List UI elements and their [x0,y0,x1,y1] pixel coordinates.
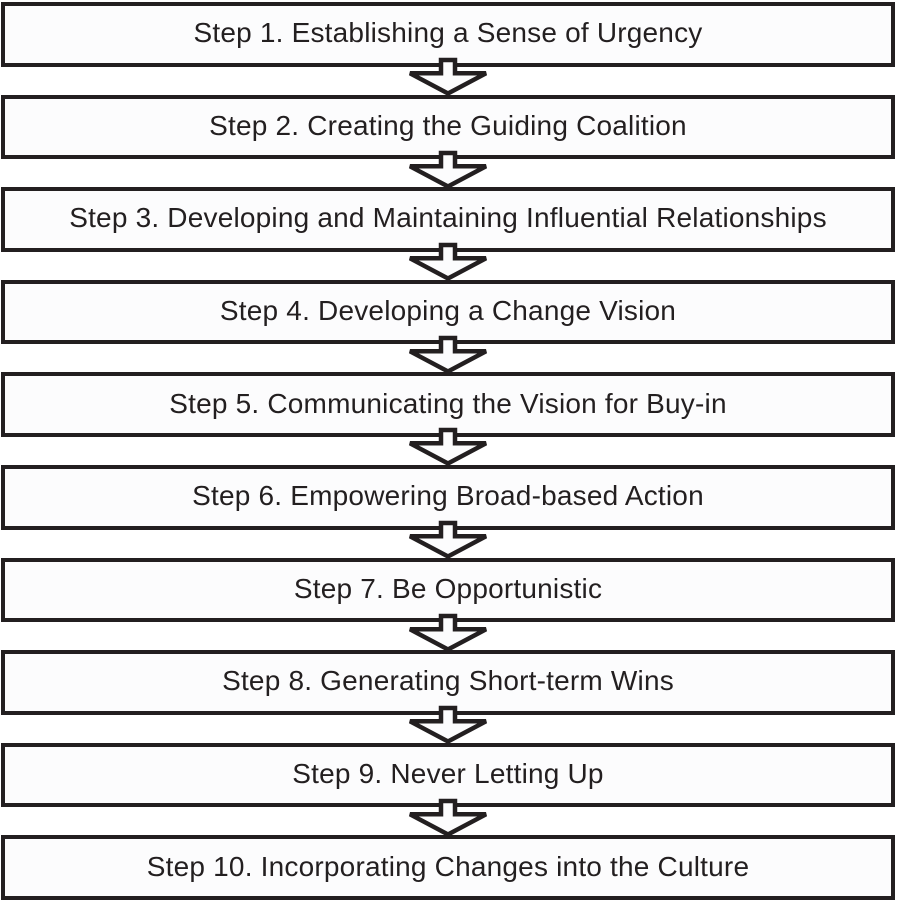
step-box: Step 6. Empowering Broad-based Action [1,465,895,530]
step-label: Step 2. Creating the Guiding Coalition [209,109,687,141]
step-box: Step 8. Generating Short-term Wins [1,650,895,715]
down-arrow-icon [408,520,488,560]
step-box: Step 5. Communicating the Vision for Buy… [1,372,895,437]
step-box: Step 1. Establishing a Sense of Urgency [1,2,895,67]
step-label: Step 5. Communicating the Vision for Buy… [169,387,727,419]
step-box: Step 4. Developing a Change Vision [1,279,895,345]
step-box: Step 9. Never Letting Up [1,742,895,808]
step-label: Step 7. Be Opportunistic [293,572,603,604]
down-arrow-icon [408,335,488,374]
step-label: Step 3. Developing and Maintaining Influ… [69,202,827,234]
step-label: Step 10. Incorporating Changes into the … [146,850,750,882]
step-label: Step 1. Establishing a Sense of Urgency [193,17,703,49]
down-arrow-icon [408,613,488,652]
down-arrow-icon [408,57,488,97]
down-arrow-icon [408,705,488,745]
step-label: Step 4. Developing a Change Vision [219,295,677,327]
down-arrow-icon [408,150,488,189]
step-box: Step 3. Developing and Maintaining Influ… [1,187,895,252]
down-arrow-icon [408,428,488,467]
step-box: Step 10. Incorporating Changes into the … [1,835,895,900]
step-label: Step 6. Empowering Broad-based Action [192,480,704,512]
step-label: Step 8. Generating Short-term Wins [222,665,674,697]
down-arrow-icon [408,798,488,837]
down-arrow-icon [408,242,488,282]
step-label: Step 9. Never Letting Up [292,758,604,790]
